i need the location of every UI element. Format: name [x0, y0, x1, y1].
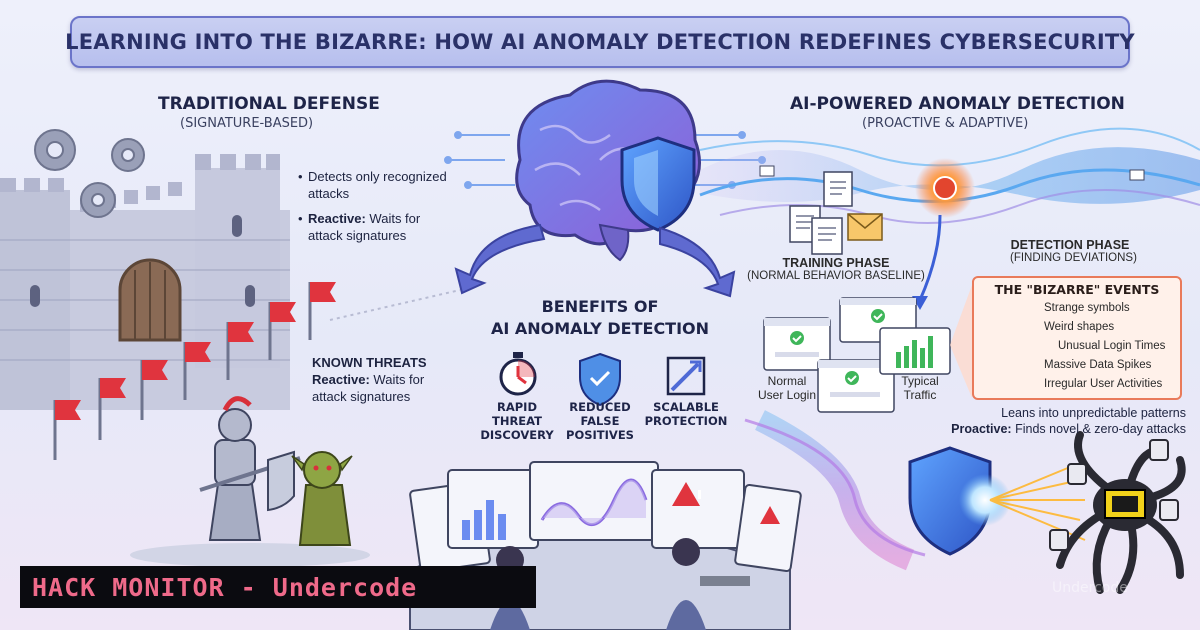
- detection-phase-sub: (FINDING DEVIATIONS): [1010, 252, 1137, 264]
- known-reactive-label: Reactive:: [312, 372, 370, 387]
- brand-text: HACK MONITOR - Undercode: [32, 572, 418, 602]
- proactive-label: Proactive:: [951, 422, 1012, 436]
- normal-login-line2: User Login: [757, 388, 817, 402]
- benefits-title-line1: BENEFITS OF: [541, 297, 659, 316]
- proactive-block: Leans into unpredictable patterns Proact…: [946, 405, 1186, 437]
- detection-phase-title: DETECTION PHASE: [1010, 238, 1130, 252]
- knight-illustration: [130, 396, 370, 567]
- benefit-rapid-threat: RAPID THREAT DISCOVERY: [472, 400, 562, 442]
- bullet-detects-text: Detects only recognized attacks: [308, 169, 447, 201]
- benefit-line: DISCOVERY: [480, 428, 554, 442]
- known-reactive-text: Waits for attack signatures: [312, 372, 425, 404]
- benefit-reduced-false-positives: REDUCED FALSE POSITIVES: [555, 400, 645, 442]
- benefit-line: SCALABLE: [653, 400, 719, 414]
- stopwatch-icon: [499, 352, 537, 396]
- proactive-text: Finds novel & zero-day attacks: [1011, 422, 1186, 436]
- benefit-scalable-protection: SCALABLE PROTECTION: [641, 400, 731, 428]
- benefits-title-line2: AI ANOMALY DETECTION: [490, 319, 710, 338]
- bizarre-item: Unusual Login Times: [1058, 340, 1166, 352]
- watermark-logo: Undercode: [1052, 580, 1128, 596]
- page-title: LEARNING INTO THE BIZARRE: HOW AI ANOMAL…: [65, 30, 1135, 54]
- arrow-icon: [454, 223, 736, 298]
- benefit-line: PROTECTION: [644, 414, 728, 428]
- bizarre-events-panel: THE "BIZARRE" EVENTS Strange symbols Wei…: [972, 276, 1182, 400]
- shield-icon: [620, 136, 696, 232]
- reactive-text: Waits for attack signatures: [308, 211, 421, 243]
- hacker-creature-icon: [1049, 431, 1186, 594]
- title-banner: LEARNING INTO THE BIZARRE: HOW AI ANOMAL…: [65, 16, 1135, 68]
- typical-traffic-line2: Traffic: [903, 388, 937, 402]
- training-phase-title: TRAINING PHASE: [782, 256, 890, 270]
- known-threats-title: KNOWN THREATS: [312, 355, 427, 370]
- normal-login-line1: Normal: [767, 374, 807, 388]
- red-flags: [53, 282, 461, 460]
- ai-subheading: (PROACTIVE & ADAPTIVE): [862, 116, 1029, 131]
- typical-traffic-label: Typical Traffic: [892, 374, 948, 402]
- benefit-line: FALSE: [580, 414, 620, 428]
- benefits-title: BENEFITS OF AI ANOMALY DETECTION: [470, 296, 730, 340]
- detection-phase-block: DETECTION PHASE (FINDING DEVIATIONS): [1010, 238, 1137, 264]
- training-phase-block: TRAINING PHASE (NORMAL BEHAVIOR BASELINE…: [746, 256, 926, 282]
- traditional-bullets: Detects only recognized attacks Reactive…: [298, 168, 448, 252]
- bullet-detects: Detects only recognized attacks: [298, 168, 448, 202]
- bullet-reactive: Reactive: Waits for attack signatures: [298, 210, 448, 244]
- shield-check-icon: [579, 352, 621, 407]
- scale-arrow-icon: [666, 356, 706, 396]
- document-icon: [789, 171, 853, 255]
- typical-traffic-line1: Typical: [901, 374, 939, 388]
- bizarre-item: Irregular User Activities: [1044, 378, 1163, 390]
- traditional-subheading: (SIGNATURE-BASED): [180, 116, 314, 131]
- reactive-label: Reactive:: [308, 211, 366, 226]
- traditional-heading: TRADITIONAL DEFENSE: [158, 94, 380, 114]
- goblin-illustration: [291, 451, 353, 546]
- login-window-icon: [763, 297, 951, 413]
- brand-banner: HACK MONITOR - Undercode: [20, 566, 536, 608]
- defense-shield-icon: [908, 446, 1086, 556]
- known-threats-block: KNOWN THREATS Reactive: Waits for attack…: [312, 354, 462, 405]
- training-phase-sub: (NORMAL BEHAVIOR BASELINE): [747, 270, 925, 282]
- benefit-line: REDUCED: [569, 400, 631, 414]
- ai-heading: AI-POWERED ANOMALY DETECTION: [790, 94, 1125, 114]
- bizarre-item: Strange symbols: [1044, 302, 1130, 314]
- bizarre-item: Massive Data Spikes: [1044, 359, 1152, 371]
- leans-text: Leans into unpredictable patterns: [1001, 406, 1186, 420]
- benefit-line: RAPID THREAT: [491, 400, 543, 428]
- callout-pointer: [950, 285, 972, 398]
- envelope-icon: [759, 165, 1145, 241]
- bizarre-item: Weird shapes: [1044, 321, 1115, 333]
- gear-icon: [34, 129, 145, 218]
- normal-login-label: Normal User Login: [752, 374, 822, 402]
- benefit-line: POSITIVES: [566, 428, 634, 442]
- bizarre-title: THE "BIZARRE" EVENTS: [994, 282, 1160, 297]
